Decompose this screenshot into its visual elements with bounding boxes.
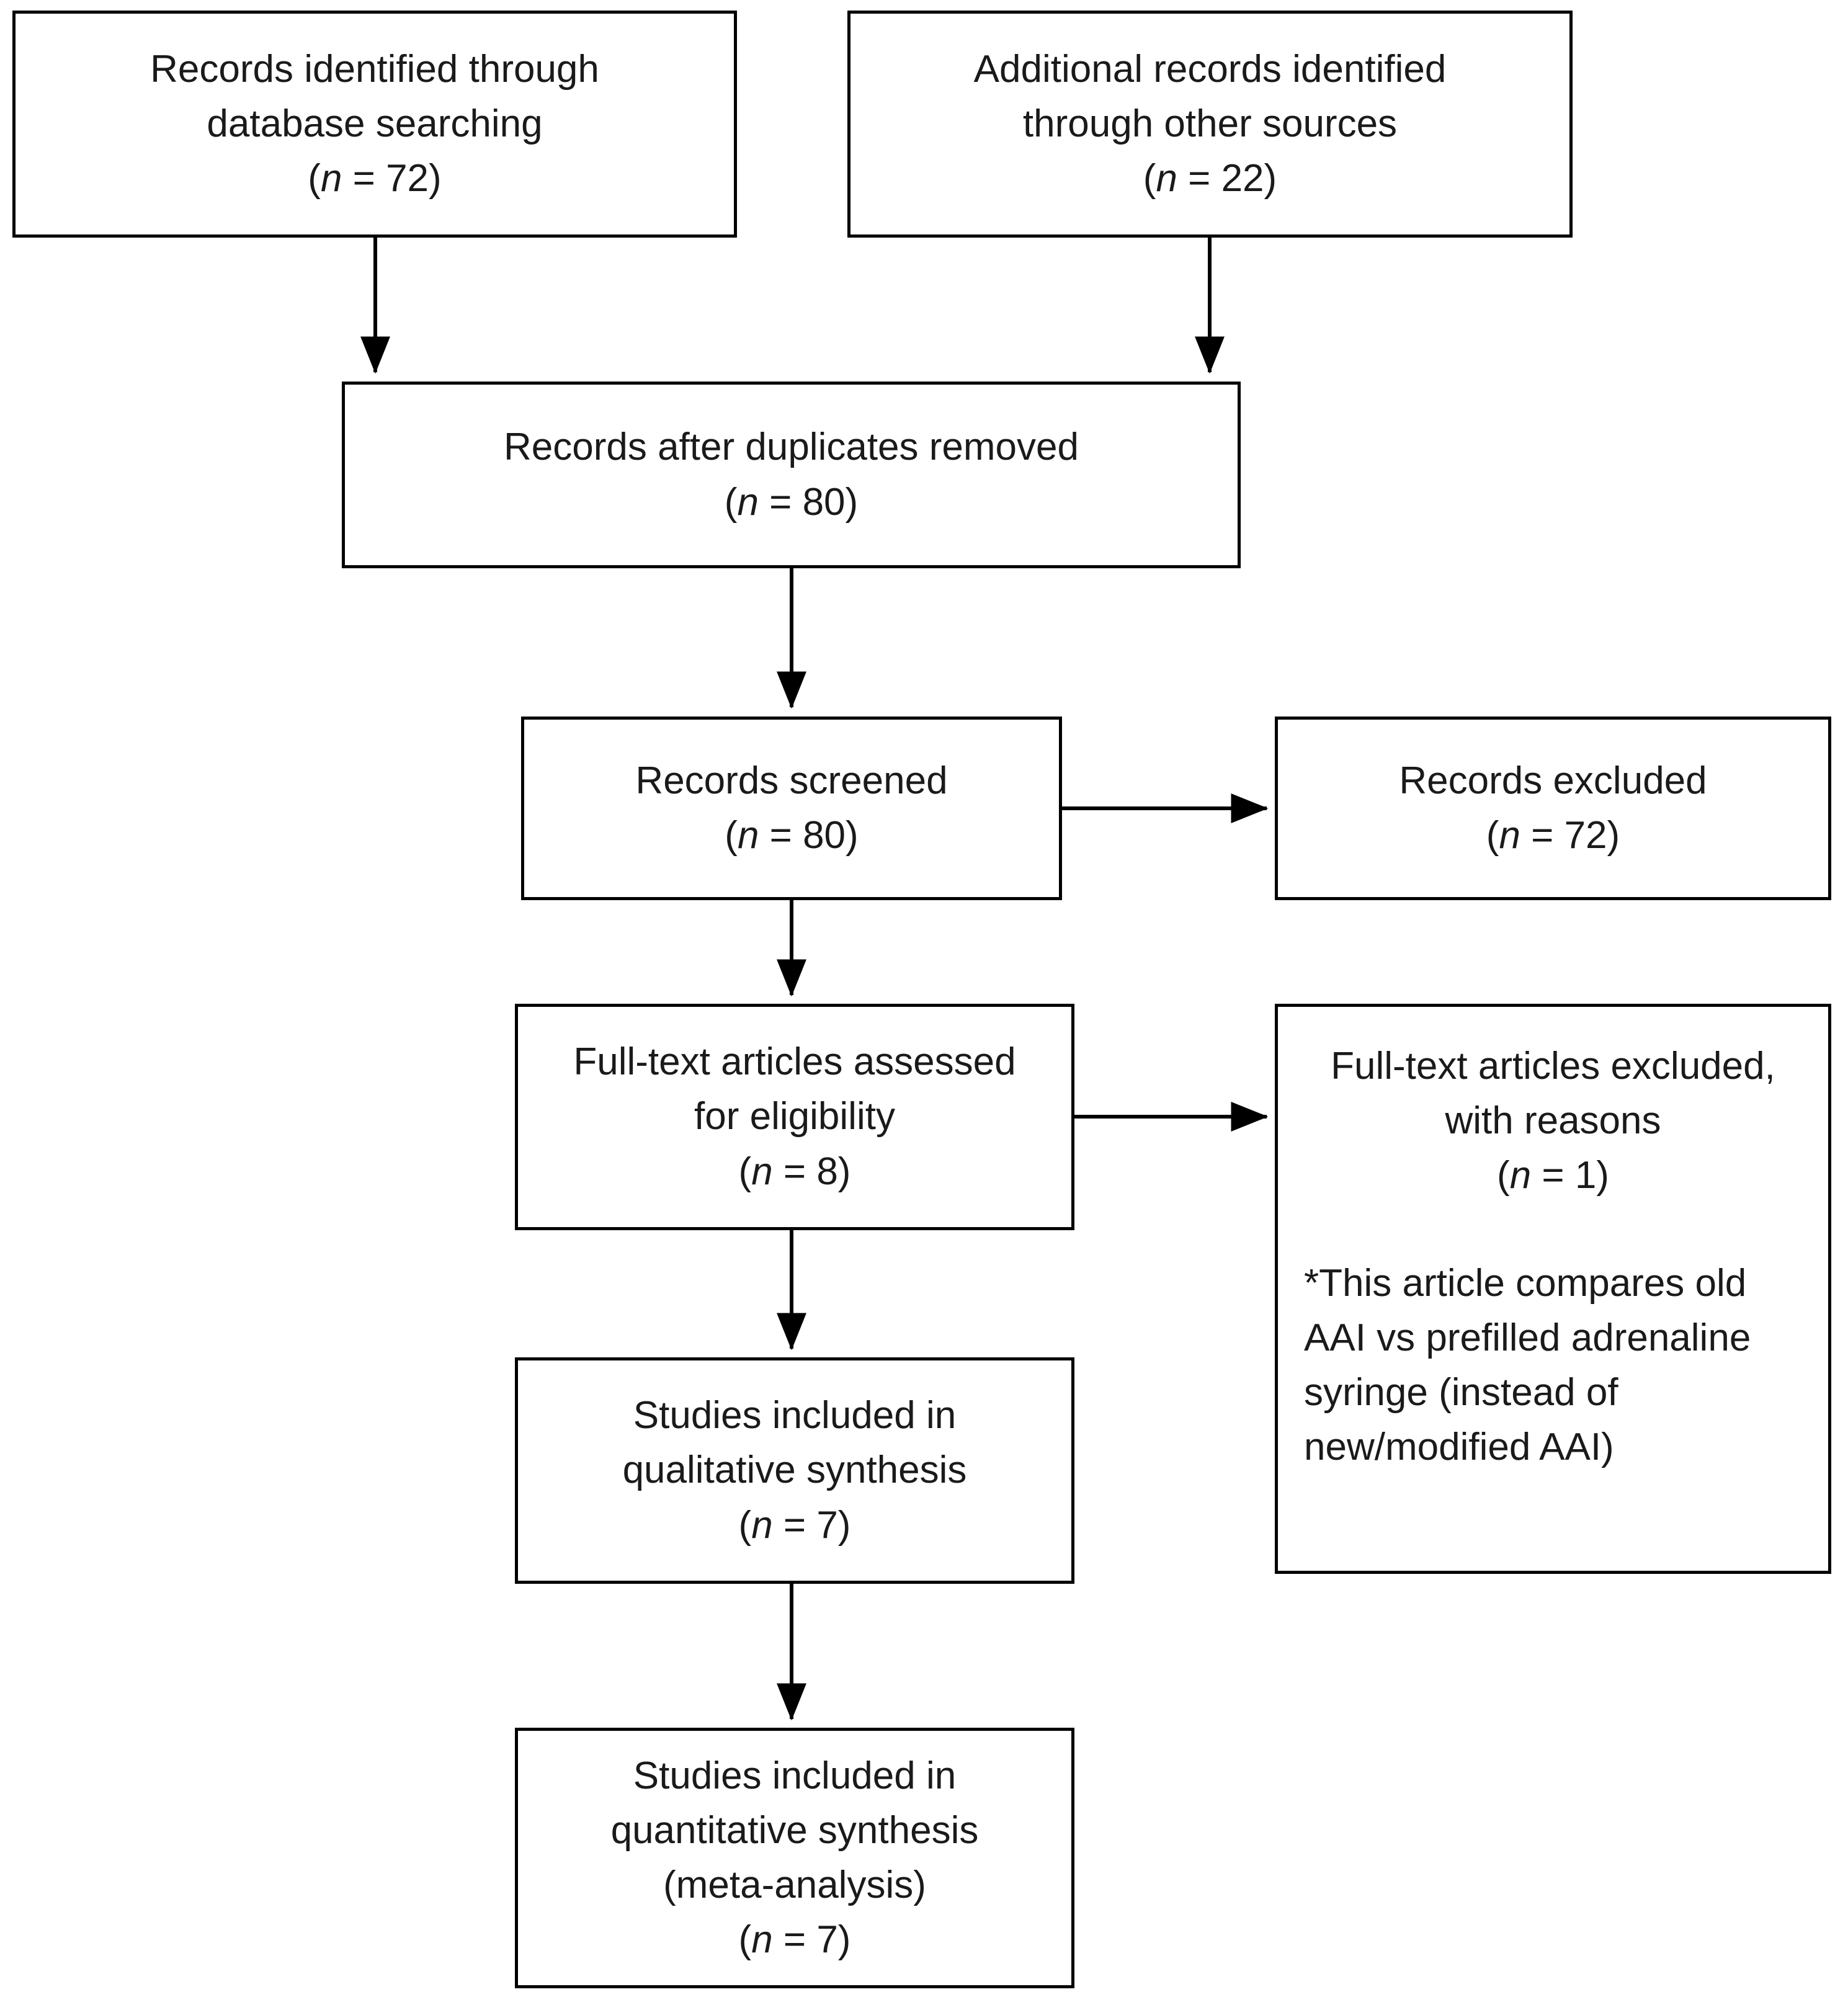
box-text-line: Records screened — [635, 759, 948, 802]
records-identified-other-box: Additional records identified through ot… — [847, 11, 1573, 238]
studies-qualitative-box: Studies included in qualitative synthesi… — [515, 1357, 1074, 1584]
n-symbol: n — [320, 157, 342, 200]
box-text-line: database searching — [207, 102, 543, 145]
box-text-line: Studies included in — [633, 1394, 957, 1437]
n-symbol: n — [751, 1918, 773, 1962]
n-symbol: n — [1509, 1154, 1532, 1197]
n-symbol: n — [751, 1503, 773, 1547]
box-text-line: through other sources — [1022, 102, 1398, 145]
records-screened-box: Records screened (n = 80) — [521, 717, 1062, 900]
box-count: (n = 72) — [1486, 814, 1620, 857]
box-count: (n = 7) — [738, 1918, 851, 1962]
full-text-assessed-box: Full-text articles assessed for eligibil… — [515, 1004, 1074, 1230]
box-text-line: Records excluded — [1399, 759, 1707, 802]
studies-quantitative-box: Studies included in quantitative synthes… — [515, 1728, 1074, 1988]
box-count: (n = 7) — [738, 1503, 851, 1547]
full-text-excluded-box: Full-text articles excluded, with reason… — [1275, 1004, 1831, 1574]
box-text-line: Additional records identified — [973, 47, 1447, 91]
box-text-line: with reasons — [1445, 1099, 1661, 1143]
n-symbol: n — [737, 480, 759, 524]
box-text-line: for eligibility — [694, 1095, 895, 1138]
box-text-line: qualitative synthesis — [622, 1449, 967, 1492]
box-text-line: quantitative synthesis — [610, 1808, 979, 1852]
box-text-line: Studies included in — [633, 1754, 957, 1797]
n-symbol: n — [1156, 157, 1177, 200]
records-excluded-box: Records excluded (n = 72) — [1275, 717, 1831, 900]
box-text-line: Records after duplicates removed — [503, 426, 1079, 469]
exclusion-reason-note: *This article compares old AAI vs prefil… — [1304, 1262, 1751, 1469]
box-count: (n = 22) — [1143, 157, 1277, 200]
box-count: (n = 80) — [725, 814, 859, 857]
exclusion-reason-note-wrapper: *This article compares old AAI vs prefil… — [1297, 1256, 1810, 1475]
records-identified-database-box: Records identified through database sear… — [12, 11, 737, 238]
box-text-line: Full-text articles excluded, — [1331, 1045, 1775, 1088]
box-count: (n = 8) — [738, 1150, 851, 1193]
box-count: (n = 1) — [1497, 1154, 1609, 1197]
box-text-line: Full-text articles assessed — [573, 1040, 1016, 1084]
n-symbol: n — [1499, 814, 1520, 857]
n-symbol: n — [737, 814, 759, 857]
records-after-duplicates-removed-box: Records after duplicates removed (n = 80… — [342, 382, 1241, 568]
n-symbol: n — [751, 1150, 773, 1193]
box-count: (n = 80) — [724, 480, 859, 524]
box-count: (n = 72) — [308, 157, 442, 200]
box-text-line: (meta-analysis) — [663, 1864, 926, 1906]
box-text-line: Records identified through — [150, 47, 599, 91]
